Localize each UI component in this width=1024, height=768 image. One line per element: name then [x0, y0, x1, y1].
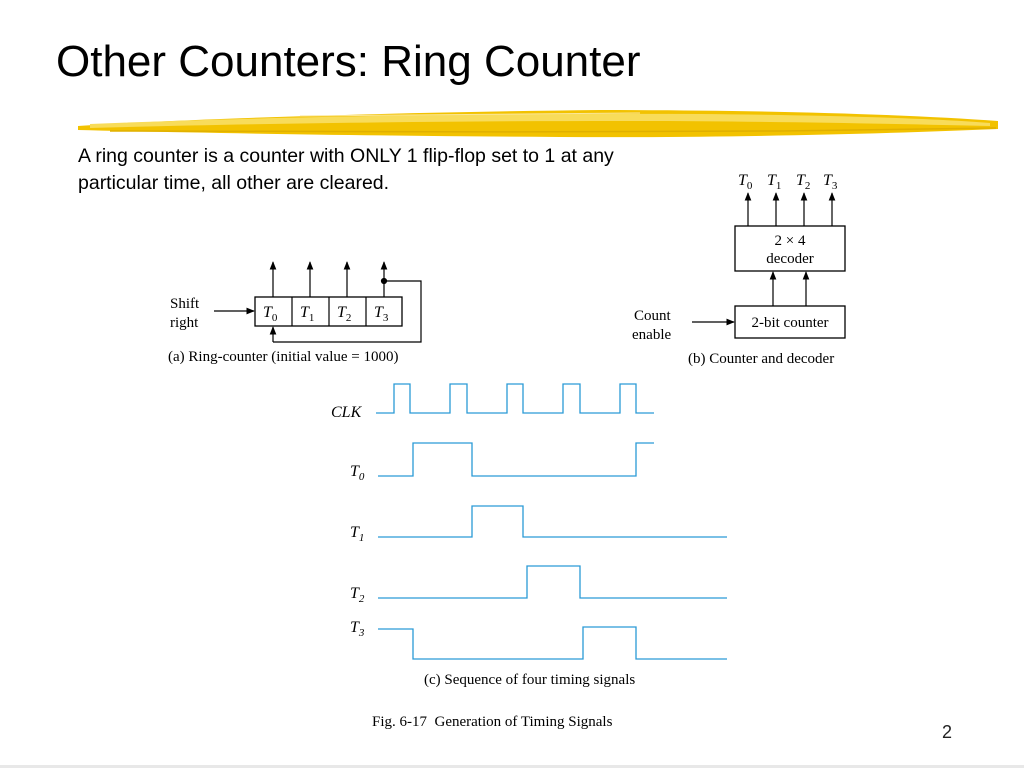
decoder-label-line2: decoder	[766, 251, 813, 267]
t1-waveform	[378, 505, 727, 538]
svg-text:T2: T2	[350, 585, 365, 605]
decoder-output-t0: T0	[738, 172, 753, 192]
ring-cell-t3: T3	[374, 304, 389, 324]
svg-text:CLK: CLK	[331, 404, 363, 421]
svg-text:T0: T0	[350, 463, 365, 483]
ring-feedback-path	[269, 277, 422, 343]
svg-text:T2: T2	[337, 304, 351, 324]
t2-waveform	[378, 565, 727, 599]
two-bit-counter-label: 2-bit counter	[751, 315, 828, 331]
count-enable-label-line2: enable	[632, 327, 671, 343]
body-text: A ring counter is a counter with ONLY 1 …	[78, 145, 614, 194]
decoder-output-t2: T2	[796, 172, 810, 192]
svg-text:T2: T2	[796, 172, 810, 192]
decoder-output-arrows	[744, 192, 836, 226]
svg-text:T0: T0	[738, 172, 753, 192]
shift-right-label-line2: right	[170, 315, 199, 331]
ring-output-arrows	[269, 261, 388, 297]
two-bit-counter-box	[734, 305, 846, 339]
svg-text:T1: T1	[350, 524, 364, 544]
ring-counter-caption: (a) Ring-counter (initial value = 1000)	[168, 349, 398, 365]
svg-text:T3: T3	[350, 619, 365, 639]
clk-waveform	[376, 383, 654, 414]
decoder-output-t3: T3	[823, 172, 838, 192]
timing-label-t3: T3	[350, 619, 365, 639]
figure-caption: Fig. 6-17 Generation of Timing Signals	[372, 714, 613, 730]
ring-register	[254, 296, 403, 327]
shift-right-label-line1: Shift	[170, 296, 200, 312]
counter-decoder-caption: (b) Counter and decoder	[688, 351, 834, 367]
title-underline	[78, 110, 998, 138]
svg-text:T1: T1	[300, 304, 314, 324]
ring-cell-t0: T0	[263, 304, 278, 324]
decoder-label-line1: 2 × 4	[775, 233, 806, 249]
svg-text:T3: T3	[823, 172, 838, 192]
t3-waveform	[378, 626, 727, 660]
t0-waveform	[378, 442, 654, 477]
timing-label-t0: T0	[350, 463, 365, 483]
page-number: 2	[942, 722, 953, 742]
timing-label-clk: CLK	[331, 404, 363, 421]
decoder-output-t1: T1	[767, 172, 781, 192]
count-enable-label-line1: Count	[634, 308, 672, 324]
timing-label-t1: T1	[350, 524, 364, 544]
timing-caption: (c) Sequence of four timing signals	[424, 672, 635, 688]
footer-divider	[0, 765, 1024, 768]
slide-title: Other Counters: Ring Counter	[56, 37, 641, 86]
svg-text:T1: T1	[767, 172, 781, 192]
ring-cell-t1: T1	[300, 304, 314, 324]
svg-text:T3: T3	[374, 304, 389, 324]
ring-cell-t2: T2	[337, 304, 351, 324]
timing-label-t2: T2	[350, 585, 365, 605]
decoder-box	[734, 225, 846, 272]
counter-to-decoder-lines	[769, 271, 810, 306]
svg-text:T0: T0	[263, 304, 278, 324]
